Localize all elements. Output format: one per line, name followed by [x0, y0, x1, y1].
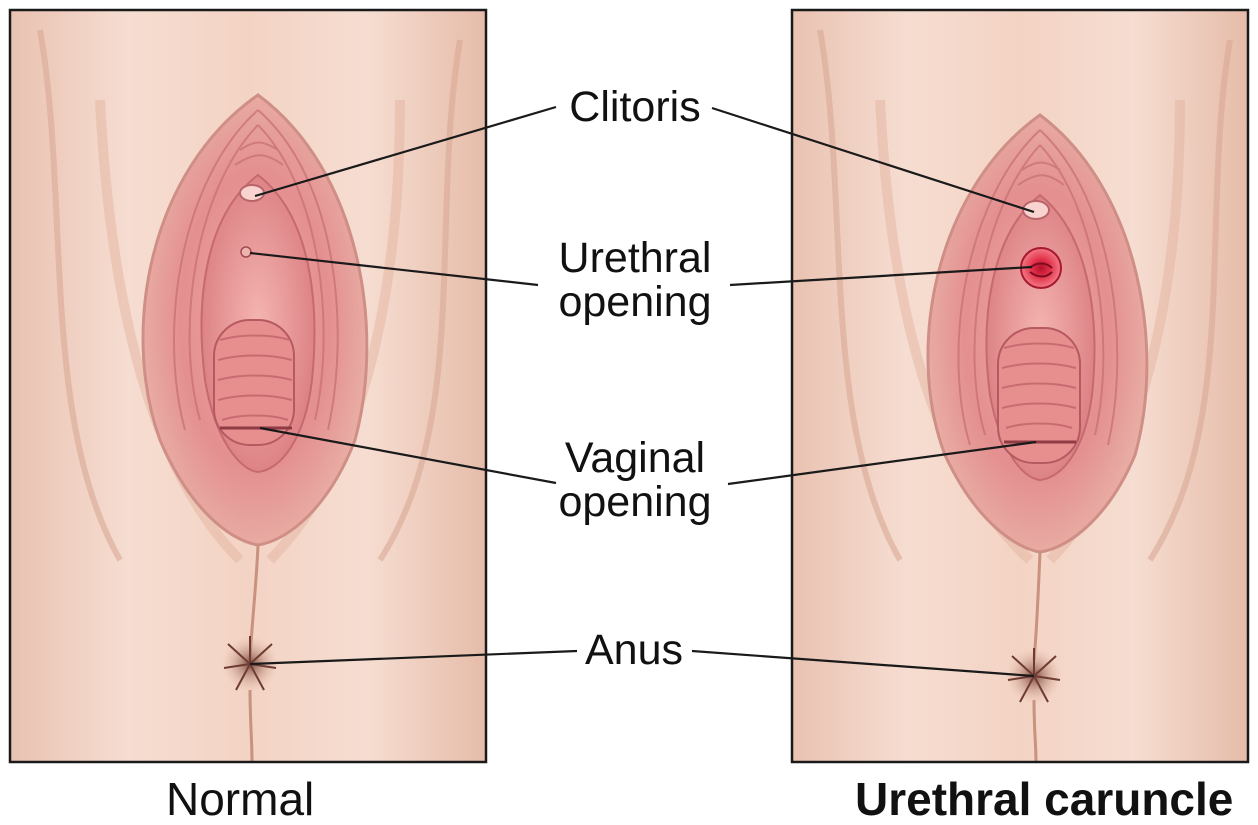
normal-panel [10, 10, 486, 762]
caption-normal: Normal [166, 775, 314, 823]
label-urethral-opening: Urethral opening [540, 236, 730, 324]
label-vaginal-opening: Vaginal opening [545, 436, 725, 524]
label-vaginal-line1: Vaginal [545, 436, 725, 480]
label-clitoris: Clitoris [560, 85, 710, 129]
label-anus: Anus [578, 628, 690, 672]
caruncle-panel [792, 10, 1248, 762]
label-urethral-line2: opening [540, 280, 730, 324]
label-vaginal-line2: opening [545, 480, 725, 524]
caption-urethral-caruncle: Urethral caruncle [855, 775, 1233, 823]
label-urethral-line1: Urethral [540, 236, 730, 280]
